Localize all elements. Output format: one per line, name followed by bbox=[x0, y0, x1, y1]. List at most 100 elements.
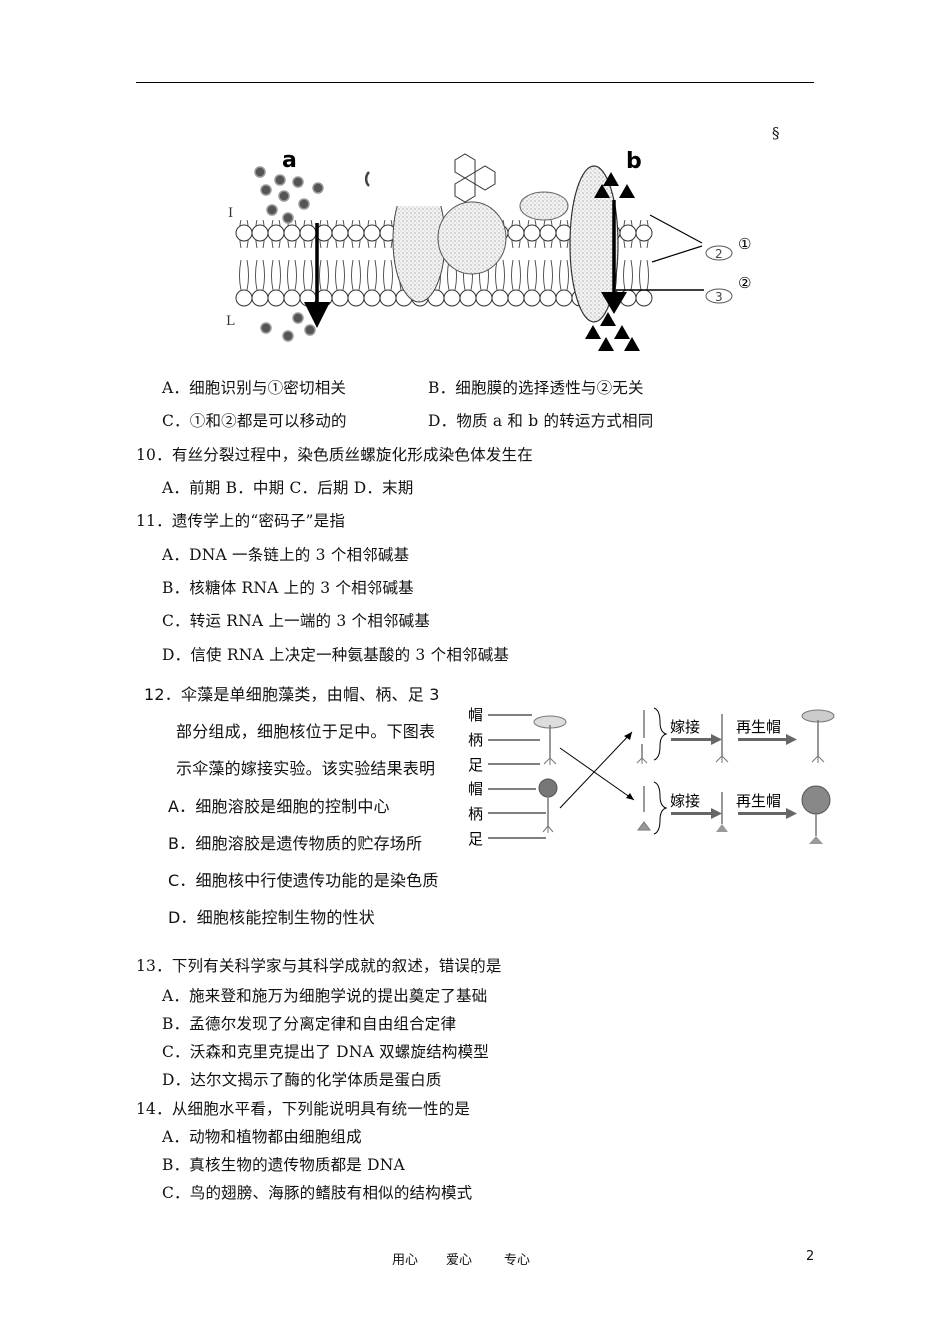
emphasis-dot-2: · bbox=[490, 966, 494, 980]
q10-stem: 10．有丝分裂过程中，染色质丝螺旋化形成染色体发生在 bbox=[136, 446, 533, 464]
q11-option-a: A．DNA 一条链上的 3 个相邻碱基 bbox=[162, 546, 410, 564]
phospholipid-bottom bbox=[363, 259, 381, 307]
q9-option-d: D．物质 a 和 b 的转运方式相同 bbox=[428, 412, 654, 430]
phospholipid-top bbox=[363, 219, 381, 249]
substance-a-particle bbox=[304, 324, 316, 336]
substance-a-particle bbox=[260, 184, 272, 196]
phospholipid-bottom bbox=[283, 259, 301, 307]
fig-foot-label-1: 足 bbox=[468, 756, 483, 774]
phospholipid-bottom bbox=[251, 259, 269, 307]
phospholipid-bottom bbox=[299, 259, 317, 307]
q13-option-a: A．施来登和施万为细胞学说的提出奠定了基础 bbox=[162, 987, 488, 1005]
phospholipid-bottom bbox=[267, 259, 285, 307]
regen-arrow-2-head bbox=[786, 808, 797, 819]
footer-middle: 爱心 bbox=[446, 1253, 473, 1268]
fig-stalk-label-1: 柄 bbox=[468, 731, 483, 749]
q13-option-c: C．沃森和克里克提出了 DNA 双螺旋结构模型 bbox=[162, 1043, 489, 1061]
substance-b-triangles bbox=[585, 172, 640, 351]
q10-options: A．前期 B．中期 C．后期 D．末期 bbox=[162, 479, 414, 497]
substance-a-particle bbox=[254, 166, 266, 178]
q13-option-b: B．孟德尔发现了分离定律和自由组合定律 bbox=[162, 1015, 457, 1033]
q11-option-c: C．转运 RNA 上一端的 3 个相邻碱基 bbox=[162, 612, 431, 630]
cross-arrow-1 bbox=[559, 747, 635, 801]
cross-arrow-1-head bbox=[626, 793, 634, 800]
phospholipid-bottom bbox=[235, 259, 253, 307]
q9-option-b: B．细胞膜的选择透性与②无关 bbox=[428, 379, 644, 397]
graft-pieces-2 bbox=[637, 781, 668, 835]
graft-arrow-1-head bbox=[711, 734, 722, 745]
phospholipid-top bbox=[523, 219, 541, 249]
substance-a-particles bbox=[254, 166, 324, 342]
footer-left: 用心 bbox=[392, 1253, 419, 1268]
fig-stalk-label-2: 柄 bbox=[468, 805, 483, 823]
graft-arrow-2-head bbox=[711, 808, 722, 819]
substance-a-particle bbox=[260, 322, 272, 334]
inner-label-3: 3 bbox=[715, 290, 723, 304]
q11-stem: 11．遗传学上的“密码子”是指 bbox=[136, 512, 346, 530]
substance-a-particle bbox=[282, 330, 294, 342]
fig-cap-label-2: 帽 bbox=[468, 780, 483, 798]
glycoprotein-chain bbox=[454, 153, 496, 203]
q12-stem-line1: 12．伞藻是单细胞藻类，由帽、柄、足 3 bbox=[144, 685, 440, 704]
surface-protein bbox=[519, 191, 569, 221]
arrow-b-head bbox=[601, 292, 627, 314]
q12-option-b: B．细胞溶胶是遗传物质的贮存场所 bbox=[168, 834, 423, 853]
cell-membrane-figure: 2 3 ① ② a b I L bbox=[226, 148, 751, 351]
plant-2-grafted bbox=[716, 792, 728, 832]
membrane-protein-middle bbox=[437, 201, 507, 275]
phospholipid-top bbox=[619, 219, 637, 249]
graft-arrow-1 bbox=[671, 738, 711, 741]
q11-option-b: B．核糖体 RNA 上的 3 个相邻碱基 bbox=[162, 579, 414, 597]
cross-arrow-2-head bbox=[624, 732, 632, 740]
plant-2-regenerated bbox=[801, 785, 831, 844]
phospholipid-bottom bbox=[523, 259, 541, 307]
phospholipid-top bbox=[235, 219, 253, 249]
phospholipid-bottom bbox=[331, 259, 349, 307]
phospholipid-bottom bbox=[539, 259, 557, 307]
page-number: 2 bbox=[806, 1249, 815, 1264]
membrane-protein-right bbox=[569, 165, 619, 323]
regen-label-2: 再生帽 bbox=[736, 792, 781, 810]
cross-arrow-2 bbox=[559, 731, 633, 809]
q14-stem: 14．从细胞水平看，下列能说明具有统一性的是 bbox=[136, 1100, 471, 1118]
substance-a-particle bbox=[278, 190, 290, 202]
phospholipid-bottom bbox=[507, 259, 525, 307]
q12-stem-line3: 示伞藻的嫁接实验。该实验结果表明 bbox=[176, 759, 436, 778]
emphasis-dot-1: · bbox=[474, 966, 478, 980]
phospholipid-bottom bbox=[347, 259, 365, 307]
plant-1-regenerated bbox=[801, 709, 835, 763]
substance-a-particle bbox=[266, 204, 278, 216]
phospholipid-top bbox=[539, 219, 557, 249]
inner-label-ring-2 bbox=[705, 245, 733, 261]
section-mark: § bbox=[772, 124, 780, 142]
graft-arrow-2 bbox=[671, 812, 711, 815]
phospholipid-top bbox=[299, 219, 317, 249]
regen-arrow-2 bbox=[738, 812, 786, 815]
q13-option-d: D．达尔文揭示了酶的化学体质是蛋白质 bbox=[162, 1071, 442, 1089]
fig-foot-label-2: 足 bbox=[468, 830, 483, 848]
phospholipid-bottom bbox=[555, 259, 573, 307]
phospholipid-bottom bbox=[379, 259, 397, 307]
substance-a-particle bbox=[312, 182, 324, 194]
q12-option-c: C．细胞核中行使遗传功能的是染色质 bbox=[168, 871, 439, 890]
acetabularia-graft-figure: 帽 柄 足 帽 柄 足 bbox=[468, 706, 835, 848]
graft-label-2: 嫁接 bbox=[670, 792, 700, 810]
phospholipid-top bbox=[283, 219, 301, 249]
inner-label-2: 2 bbox=[715, 247, 723, 261]
regen-label-1: 再生帽 bbox=[736, 718, 781, 736]
fig-cap-label-1: 帽 bbox=[468, 706, 483, 724]
label-b: b bbox=[626, 149, 642, 174]
footer-right: 专心 bbox=[504, 1253, 531, 1268]
substance-a-particle bbox=[292, 176, 304, 188]
substance-a-particle bbox=[298, 198, 310, 210]
q12-stem-line2: 部分组成，细胞核位于足中。下图表 bbox=[176, 722, 436, 741]
pointer-line-1a bbox=[649, 214, 703, 244]
graft-pieces-1 bbox=[636, 707, 668, 764]
regen-arrow-1-head bbox=[786, 734, 797, 745]
plant-1-grafted bbox=[715, 714, 729, 763]
substance-a-particle bbox=[292, 312, 304, 324]
substance-a-particle bbox=[274, 174, 286, 186]
phospholipid-bottom bbox=[635, 259, 653, 307]
q14-option-c: C．鸟的翅膀、海豚的鳍肢有相似的结构模式 bbox=[162, 1184, 473, 1202]
substance-a-particle bbox=[282, 212, 294, 224]
